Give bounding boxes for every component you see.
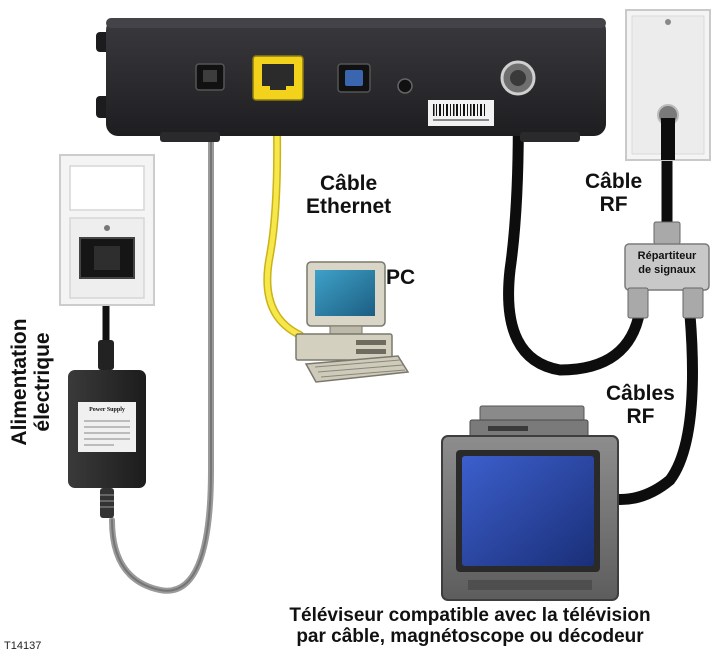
coax-wall-outlet bbox=[625, 9, 711, 161]
tv-caption: Téléviseur compatible avec la télévision… bbox=[220, 605, 720, 648]
tv-caption-line1: Téléviseur compatible avec la télévision bbox=[289, 605, 651, 626]
power-label-line1: Alimentation bbox=[8, 318, 31, 446]
television bbox=[441, 405, 619, 601]
electrical-wall-outlet bbox=[59, 154, 155, 306]
ethernet-cable-label: Câble Ethernet bbox=[306, 172, 391, 218]
power-supply-tag: Power Supply bbox=[89, 407, 125, 413]
rf-cables-label: Câbles RF bbox=[606, 382, 675, 428]
tv-caption-line2: par câble, magnétoscope ou décodeur bbox=[296, 625, 644, 647]
ethernet-cable-label-line2: Ethernet bbox=[306, 195, 392, 219]
splitter-label-line2: de signaux bbox=[638, 263, 696, 276]
rf-cable-splitter-tv bbox=[599, 309, 698, 506]
cable-modem bbox=[96, 18, 606, 142]
pc-label: PC bbox=[386, 266, 416, 289]
splitter-label-line1: Répartiteur bbox=[637, 250, 697, 262]
rf-cable-label: Câble RF bbox=[585, 170, 642, 216]
pc-computer bbox=[295, 261, 410, 383]
power-label-line2: électrique bbox=[31, 332, 55, 432]
rf-cable-label-line1: Câble bbox=[585, 170, 643, 193]
signal-splitter bbox=[624, 221, 710, 319]
power-label: Alimentation électrique bbox=[8, 302, 54, 462]
figure-id: T14137 bbox=[4, 640, 42, 652]
rf-cable-modem-splitter bbox=[503, 82, 646, 376]
ethernet-cable-label-line1: Câble bbox=[320, 172, 378, 195]
power-supply bbox=[68, 340, 146, 518]
rf-cables-label-line2: RF bbox=[626, 405, 655, 429]
rf-cables-label-line1: Câbles bbox=[606, 382, 675, 405]
rf-cable-label-line2: RF bbox=[599, 193, 628, 217]
splitter-label: Répartiteur de signaux bbox=[627, 250, 707, 278]
